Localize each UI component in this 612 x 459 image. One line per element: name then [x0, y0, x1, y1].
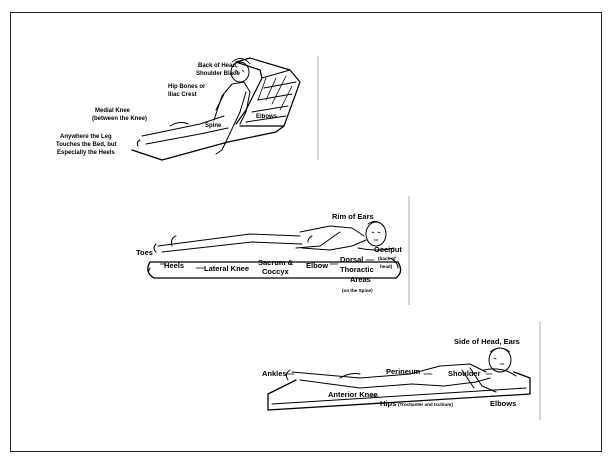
label-coccyx: Coccyx [262, 267, 290, 276]
label-dorsal: Dorsal [340, 255, 363, 264]
label-shoulder: Shoulder [448, 369, 481, 378]
label-spine: Spine [205, 123, 222, 129]
label-heels: Heels [164, 261, 184, 270]
label-thoractic: Thoractic [340, 265, 374, 274]
label-toes: Toes [136, 248, 153, 257]
label-elbows-side: Elbows [490, 399, 516, 408]
label-perineum: Perineum [386, 367, 421, 376]
label-ankles: Ankles [262, 369, 287, 378]
label-hips: Hips [380, 399, 396, 408]
label-on-the-spine: (on the Spine) [342, 288, 373, 293]
label-shoulder-blade: Shoulder Blade [196, 71, 241, 77]
label-trochanter-ischium: (Trochanter and Ischium) [398, 402, 453, 407]
supine-figure-labels: Rim of Ears Occiput (back of head) Toes … [136, 212, 402, 293]
label-between-knee: (between the Knee) [92, 116, 147, 122]
label-occiput: Occiput [374, 245, 402, 254]
label-sacrum: Sacrum & [258, 258, 294, 267]
label-occiput-head: head) [380, 264, 393, 269]
label-back-of-head: Back of Head, [198, 63, 238, 69]
label-iliac-crest: Iliac Crest [168, 92, 197, 98]
label-areas: Areas [350, 275, 371, 284]
label-elbows: Elbows [256, 114, 278, 120]
label-rim-of-ears: Rim of Ears [332, 212, 374, 221]
label-touches-bed: Touches the Bed, but [56, 142, 117, 148]
label-especially-heels: Especially the Heels [57, 150, 115, 156]
reclined-figure-labels: Back of Head, Shoulder Blade Hip Bones o… [56, 63, 278, 156]
label-lateral-knee: Lateral Knee [204, 264, 249, 273]
label-hip-bones: Hip Bones or [168, 84, 206, 90]
label-occiput-back-of: (back of [378, 256, 396, 261]
label-anywhere-leg: Anywhere the Leg [60, 134, 112, 140]
label-elbow: Elbow [306, 261, 328, 270]
label-medial-knee: Medial Knee [95, 108, 131, 114]
label-side-of-head-ears: Side of Head, Ears [454, 337, 520, 346]
label-anterior-knee: Anterior Knee [328, 390, 378, 399]
